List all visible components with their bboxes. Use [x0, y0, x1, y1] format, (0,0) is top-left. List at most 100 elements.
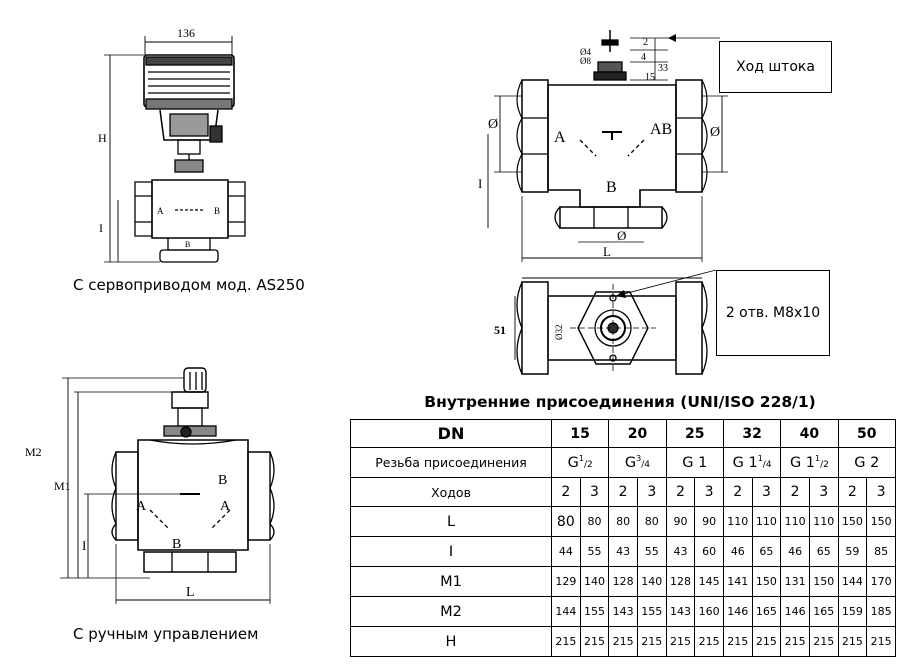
value-cell: 160 [694, 596, 724, 627]
value-cell: 44 [551, 536, 581, 567]
value-cell: 43 [608, 536, 638, 567]
value-cell: 215 [722, 626, 753, 657]
label-A4-left: A [136, 499, 147, 514]
ways-cell: 3 [808, 477, 839, 507]
value-cell: 165 [808, 596, 839, 627]
value-cell: 65 [808, 536, 839, 567]
label-d32: Ø32 [554, 325, 564, 341]
value-cell: 140 [579, 566, 610, 597]
ways-cell: 3 [694, 477, 724, 507]
thread-num: 1 [757, 454, 763, 464]
drawing-top-view: Ø32 51 [494, 269, 717, 375]
dn-cell: 32 [722, 419, 782, 448]
label-dim33: 33 [658, 63, 668, 74]
label-dia-left: Ø [488, 117, 498, 132]
thread-cell: G 2 [837, 447, 897, 478]
label-A4-right: A [220, 499, 231, 514]
value-cell: 90 [665, 506, 696, 537]
label-dia-right: Ø [710, 125, 720, 140]
value-cell: 150 [808, 566, 839, 597]
label-B1b: B [185, 240, 190, 249]
label-I2: I [478, 176, 482, 191]
value-cell: 80 [579, 506, 610, 537]
label-136: 136 [177, 26, 195, 40]
thread-g: G 1 [682, 454, 708, 471]
value-cell: 144 [551, 596, 581, 627]
value-cell: 65 [751, 536, 782, 567]
value-cell: 145 [694, 566, 724, 597]
dn-cell: 25 [665, 419, 724, 448]
row-label-dn: DN [350, 419, 552, 448]
thread-den: /4 [762, 459, 772, 470]
ways-cell: 2 [837, 477, 868, 507]
value-cell: 215 [751, 626, 782, 657]
label-B4-top: B [218, 473, 227, 488]
ways-cell: 2 [608, 477, 638, 507]
table-title: Внутренние присоединения (UNI/ISO 228/1) [424, 393, 816, 411]
row-label: M1 [350, 566, 552, 597]
value-cell: 110 [780, 506, 810, 537]
value-cell: 215 [780, 626, 810, 657]
value-cell: 215 [579, 626, 610, 657]
value-cell: 140 [636, 566, 667, 597]
value-cell: 159 [837, 596, 868, 627]
value-cell: 60 [694, 536, 724, 567]
drawing-actuator-valve: 136 A B B H I [98, 26, 246, 263]
label-H: H [98, 131, 107, 145]
value-cell: 128 [665, 566, 696, 597]
label-dim2: 2 [643, 37, 648, 48]
ways-cell: 3 [751, 477, 782, 507]
value-cell: 85 [866, 536, 896, 567]
row-label-thread: Резьба присоединения [350, 447, 552, 478]
value-cell: 215 [665, 626, 696, 657]
thread-cell: G 11/4 [722, 447, 782, 478]
thread-den: /2 [583, 459, 593, 470]
dn-cell: 20 [608, 419, 667, 448]
value-cell: 155 [636, 596, 667, 627]
label-d4: Ø4 [580, 47, 591, 57]
value-cell: 59 [837, 536, 868, 567]
value-cell: 110 [808, 506, 839, 537]
value-cell: 146 [780, 596, 810, 627]
label-AB: AB [650, 121, 672, 138]
thread-cell: G 11/2 [780, 447, 839, 478]
thread-num: 1 [578, 454, 584, 464]
label-M2: M2 [25, 445, 42, 459]
ways-cell: 3 [866, 477, 896, 507]
value-cell: 155 [579, 596, 610, 627]
ways-cell: 2 [551, 477, 581, 507]
label-d8: Ø8 [580, 56, 591, 66]
value-cell: 55 [579, 536, 610, 567]
thread-num: 1 [815, 454, 821, 464]
drawing-manual-valve: B A A B M2 M1 I L [25, 367, 275, 604]
label-I4: I [82, 538, 86, 553]
ways-cell: 2 [665, 477, 696, 507]
thread-g: G [624, 454, 637, 471]
label-dim15: 15 [645, 72, 655, 83]
dn-cell: 40 [780, 419, 839, 448]
thread-cell: G 1 [665, 447, 724, 478]
row-label-ways: Ходов [350, 477, 552, 507]
caption-actuator: С сервоприводом мод. AS250 [73, 276, 305, 294]
thread-den: /2 [820, 459, 829, 470]
value-cell: 170 [866, 566, 896, 597]
value-cell: 150 [751, 566, 782, 597]
thread-num: 3 [636, 454, 642, 464]
value-cell: 215 [551, 626, 581, 657]
ways-cell: 2 [722, 477, 753, 507]
value-cell: 129 [551, 566, 581, 597]
label-A2: A [554, 129, 566, 146]
label-B2: B [606, 179, 617, 196]
ways-cell: 3 [579, 477, 610, 507]
row-label: H [350, 626, 552, 657]
value-cell: 80 [608, 506, 638, 537]
dn-cell: 15 [550, 419, 610, 448]
thread-cell: G3/4 [608, 447, 667, 478]
value-cell: 215 [808, 626, 839, 657]
value-cell: 46 [780, 536, 810, 567]
